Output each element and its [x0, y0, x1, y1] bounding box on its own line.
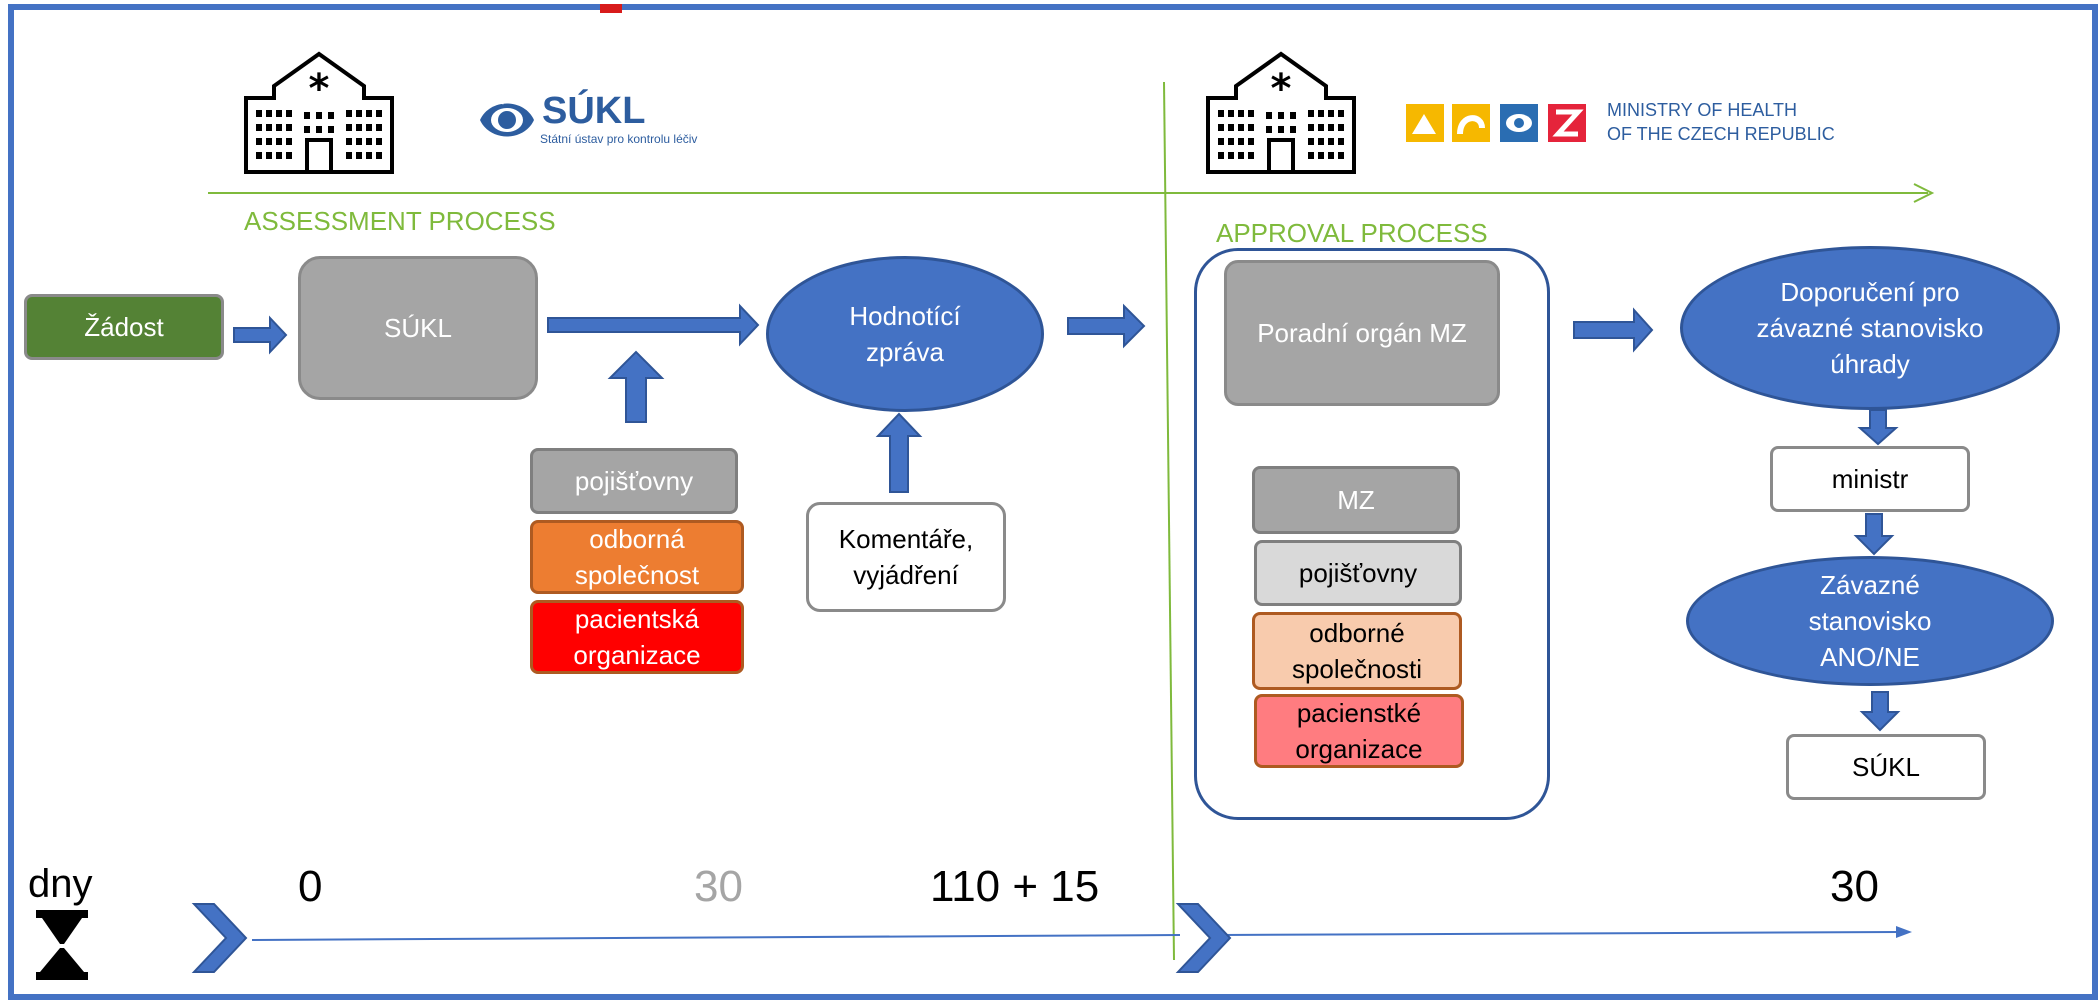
hospital-icon: * [1206, 51, 1356, 174]
hourglass-icon [36, 910, 88, 980]
ministry-logo-line2: OF THE CZECH REPUBLIC [1607, 124, 1835, 144]
red-accent-mark [600, 4, 622, 13]
arrow-up-icon [607, 350, 665, 423]
arrow-down-icon [1859, 691, 1901, 732]
timeline-unit-label: dny [28, 862, 93, 906]
arrow-right-icon [233, 315, 288, 355]
node-doporuceni: Doporučení pro závazné stanovisko úhrady [1680, 246, 2060, 410]
arrow-right-icon [1067, 303, 1146, 349]
node-poradni-organ: Poradní orgán MZ [1224, 260, 1500, 406]
sukl-logo-subtitle: Státní ústav pro kontrolu léčiv [540, 132, 698, 146]
svg-text:*: * [1271, 66, 1292, 112]
sukl-eye-icon [476, 98, 534, 137]
arrow-right-icon [547, 303, 760, 347]
timeline-day-30: 30 [694, 862, 743, 911]
node-odborne-spolecnosti: odborné společnosti [1252, 612, 1462, 690]
arrow-down-icon [1853, 513, 1895, 556]
node-sukl: SÚKL [298, 256, 538, 400]
node-zavazne-stanovisko: Závazné stanovisko ANO/NE [1686, 556, 2054, 686]
section-label-approval: APPROVAL PROCESS [1216, 218, 1488, 248]
node-pacienstke-organizace: pacienstké organizace [1254, 694, 1464, 768]
timeline-day-0: 0 [298, 862, 323, 911]
node-odborna-spolecnost: odborná společnost [530, 520, 744, 594]
timeline-line [251, 934, 1181, 941]
svg-text:*: * [309, 66, 330, 112]
timeline-line [1219, 931, 1901, 936]
node-zadost: Žádost [24, 294, 224, 360]
arrow-down-icon [1857, 409, 1899, 446]
timeline-day-30b: 30 [1830, 862, 1879, 911]
sukl-logo-name: SÚKL [542, 90, 646, 132]
chevron-right-icon [191, 903, 248, 973]
node-mz: MZ [1252, 466, 1460, 534]
node-pojistovny: pojišťovny [530, 448, 738, 514]
ministry-logo-line1: MINISTRY OF HEALTH [1607, 100, 1798, 120]
chevron-right-icon [1175, 903, 1232, 973]
hospital-icon: * [244, 51, 394, 174]
node-komentare: Komentáře, vyjádření [806, 502, 1006, 612]
slide-frame [8, 4, 2098, 1000]
node-pacientska-organizace: pacientská organizace [530, 600, 744, 674]
arrow-right-icon [1573, 307, 1654, 353]
node-ministr: ministr [1770, 446, 1970, 512]
ministry-symbols-icon [1406, 104, 1586, 142]
node-hodnotici-zprava: Hodnotící zpráva [766, 256, 1044, 412]
node-pojistovny-2: pojišťovny [1254, 540, 1462, 606]
approval-container [1194, 248, 1550, 820]
section-divider-vertical [1163, 81, 1175, 961]
timeline-day-110: 110 + 15 [930, 862, 1100, 911]
section-label-assessment: ASSESSMENT PROCESS [244, 206, 556, 236]
arrow-right-icon [1913, 183, 1935, 203]
arrow-right-icon [1896, 926, 1912, 938]
arrow-up-icon [875, 412, 923, 493]
node-sukl-final: SÚKL [1786, 734, 1986, 800]
